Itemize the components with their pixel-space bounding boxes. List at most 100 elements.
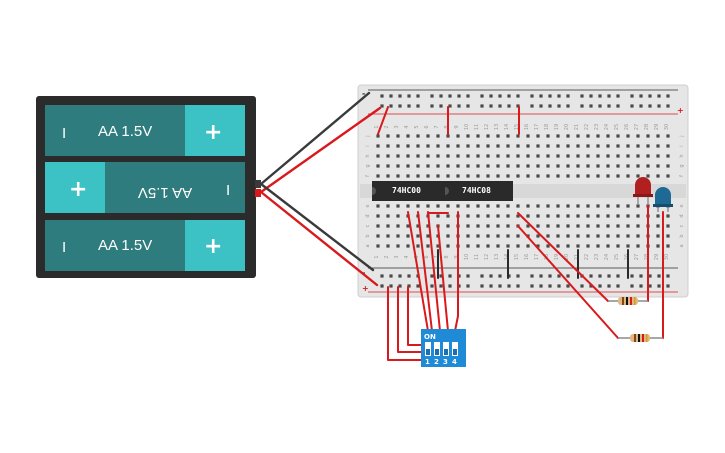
terminal-hole[interactable] — [626, 224, 630, 228]
terminal-hole[interactable] — [596, 144, 600, 148]
terminal-hole[interactable] — [396, 214, 400, 218]
terminal-hole[interactable] — [446, 234, 450, 238]
dip-toggle-knob[interactable] — [453, 349, 457, 355]
terminal-hole[interactable] — [566, 154, 570, 158]
terminal-hole[interactable] — [536, 164, 540, 168]
rail-hole[interactable] — [498, 94, 502, 98]
terminal-hole[interactable] — [666, 174, 670, 178]
rail-hole[interactable] — [630, 94, 634, 98]
terminal-hole[interactable] — [536, 174, 540, 178]
terminal-hole[interactable] — [656, 174, 660, 178]
rail-hole[interactable] — [498, 104, 502, 108]
terminal-hole[interactable] — [406, 134, 410, 138]
terminal-hole[interactable] — [566, 204, 570, 208]
terminal-hole[interactable] — [466, 244, 470, 248]
terminal-hole[interactable] — [626, 154, 630, 158]
rail-hole[interactable] — [480, 274, 484, 278]
rail-hole[interactable] — [480, 104, 484, 108]
terminal-hole[interactable] — [456, 174, 460, 178]
terminal-hole[interactable] — [556, 234, 560, 238]
terminal-hole[interactable] — [536, 214, 540, 218]
rail-hole[interactable] — [466, 104, 470, 108]
terminal-hole[interactable] — [546, 244, 550, 248]
terminal-hole[interactable] — [576, 204, 580, 208]
rail-hole[interactable] — [598, 274, 602, 278]
terminal-hole[interactable] — [386, 224, 390, 228]
rail-hole[interactable] — [657, 284, 661, 288]
terminal-hole[interactable] — [576, 164, 580, 168]
terminal-hole[interactable] — [506, 144, 510, 148]
terminal-hole[interactable] — [556, 174, 560, 178]
rail-hole[interactable] — [398, 104, 402, 108]
rail-hole[interactable] — [398, 274, 402, 278]
terminal-hole[interactable] — [656, 164, 660, 168]
terminal-hole[interactable] — [526, 204, 530, 208]
rail-hole[interactable] — [666, 274, 670, 278]
terminal-hole[interactable] — [466, 174, 470, 178]
terminal-hole[interactable] — [666, 154, 670, 158]
rail-hole[interactable] — [439, 284, 443, 288]
rail-hole[interactable] — [507, 284, 511, 288]
rail-hole[interactable] — [430, 274, 434, 278]
terminal-hole[interactable] — [416, 204, 420, 208]
terminal-hole[interactable] — [556, 134, 560, 138]
terminal-hole[interactable] — [596, 214, 600, 218]
rail-hole[interactable] — [589, 284, 593, 288]
terminal-hole[interactable] — [526, 134, 530, 138]
resistor-2[interactable] — [618, 334, 663, 342]
terminal-hole[interactable] — [586, 214, 590, 218]
rail-hole[interactable] — [480, 94, 484, 98]
rail-hole[interactable] — [507, 104, 511, 108]
terminal-hole[interactable] — [566, 234, 570, 238]
terminal-hole[interactable] — [646, 164, 650, 168]
terminal-hole[interactable] — [616, 214, 620, 218]
rail-hole[interactable] — [380, 104, 384, 108]
rail-hole[interactable] — [639, 284, 643, 288]
terminal-hole[interactable] — [616, 234, 620, 238]
terminal-hole[interactable] — [426, 174, 430, 178]
terminal-hole[interactable] — [396, 134, 400, 138]
terminal-hole[interactable] — [576, 134, 580, 138]
terminal-hole[interactable] — [396, 154, 400, 158]
terminal-hole[interactable] — [536, 154, 540, 158]
terminal-hole[interactable] — [596, 154, 600, 158]
rail-hole[interactable] — [530, 274, 534, 278]
terminal-hole[interactable] — [586, 174, 590, 178]
terminal-hole[interactable] — [576, 224, 580, 228]
rail-hole[interactable] — [630, 284, 634, 288]
terminal-hole[interactable] — [566, 244, 570, 248]
rail-hole[interactable] — [589, 104, 593, 108]
terminal-hole[interactable] — [436, 134, 440, 138]
terminal-hole[interactable] — [546, 144, 550, 148]
terminal-hole[interactable] — [606, 234, 610, 238]
rail-hole[interactable] — [516, 104, 520, 108]
chip-74hc00[interactable]: 74HC00 — [372, 181, 445, 201]
rail-hole[interactable] — [516, 274, 520, 278]
terminal-hole[interactable] — [536, 244, 540, 248]
terminal-hole[interactable] — [616, 174, 620, 178]
terminal-hole[interactable] — [416, 224, 420, 228]
terminal-hole[interactable] — [496, 164, 500, 168]
terminal-hole[interactable] — [376, 164, 380, 168]
rail-hole[interactable] — [457, 94, 461, 98]
rail-hole[interactable] — [557, 94, 561, 98]
terminal-hole[interactable] — [516, 174, 520, 178]
terminal-hole[interactable] — [496, 234, 500, 238]
terminal-hole[interactable] — [536, 144, 540, 148]
terminal-hole[interactable] — [626, 174, 630, 178]
terminal-hole[interactable] — [426, 204, 430, 208]
terminal-hole[interactable] — [476, 144, 480, 148]
terminal-hole[interactable] — [526, 164, 530, 168]
terminal-hole[interactable] — [386, 244, 390, 248]
terminal-hole[interactable] — [466, 214, 470, 218]
terminal-hole[interactable] — [626, 214, 630, 218]
rail-hole[interactable] — [616, 284, 620, 288]
rail-hole[interactable] — [666, 104, 670, 108]
rail-hole[interactable] — [516, 284, 520, 288]
terminal-hole[interactable] — [516, 244, 520, 248]
terminal-hole[interactable] — [486, 144, 490, 148]
rail-hole[interactable] — [539, 94, 543, 98]
terminal-hole[interactable] — [616, 224, 620, 228]
rail-hole[interactable] — [539, 284, 543, 288]
rail-hole[interactable] — [389, 104, 393, 108]
